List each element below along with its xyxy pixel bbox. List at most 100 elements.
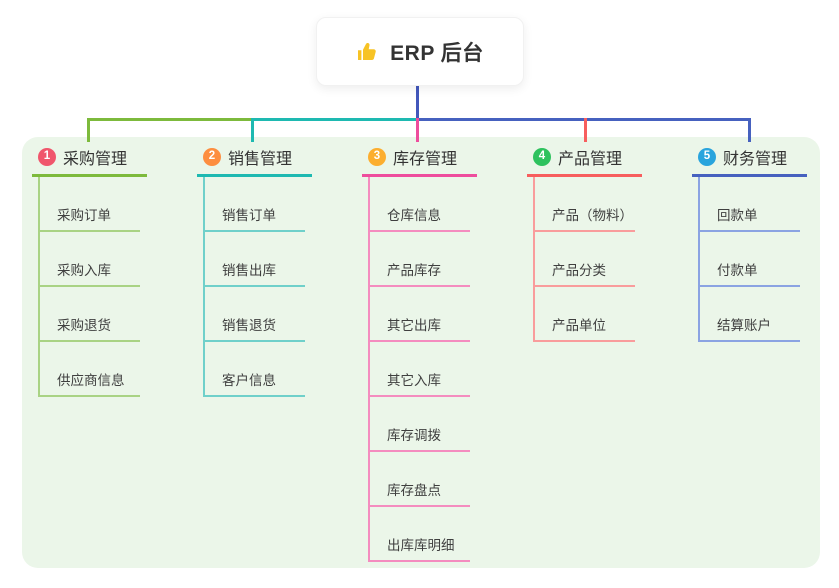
branch-header-5[interactable]: 5 财务管理	[692, 140, 807, 177]
connector-drop	[416, 118, 419, 142]
branch-items: 仓库信息产品库存其它出库其它入库库存调拨库存盘点出库库明细	[362, 177, 477, 562]
branch-item[interactable]: 采购退货	[32, 287, 147, 342]
branch-item-label: 其它入库	[387, 373, 441, 388]
branch-label: 采购管理	[63, 151, 128, 168]
branch-item-underline	[203, 340, 305, 342]
branch-item-underline	[38, 340, 140, 342]
branch-item-underline	[368, 340, 470, 342]
branch-item-label: 销售订单	[222, 208, 276, 223]
branch-spine-line	[203, 177, 205, 397]
branch-item[interactable]: 出库库明细	[362, 507, 477, 562]
content-panel	[22, 137, 820, 568]
branch-item-underline	[533, 230, 635, 232]
branch-item[interactable]: 销售退货	[197, 287, 312, 342]
connector-drop	[87, 118, 90, 142]
connector-drop	[748, 118, 751, 142]
branch-item[interactable]: 产品（物料）	[527, 177, 642, 232]
branch-item-underline	[368, 230, 470, 232]
branch-item-underline	[203, 230, 305, 232]
root-stem-line	[416, 84, 419, 120]
branch-item[interactable]: 产品单位	[527, 287, 642, 342]
branch-item[interactable]: 库存盘点	[362, 452, 477, 507]
branch-item-underline	[368, 505, 470, 507]
branch-spine-line	[368, 177, 370, 562]
branch-item-label: 出库库明细	[387, 538, 455, 553]
branch-item[interactable]: 库存调拨	[362, 397, 477, 452]
branch-item-label: 销售出库	[222, 263, 276, 278]
branch-badge: 2	[203, 148, 221, 166]
branch-item-label: 库存盘点	[387, 483, 441, 498]
branch-item-underline	[203, 285, 305, 287]
branch-label: 财务管理	[723, 151, 788, 168]
branch-items: 销售订单销售出库销售退货客户信息	[197, 177, 312, 397]
branch-item-label: 产品单位	[552, 318, 606, 333]
branch-item-label: 结算账户	[717, 318, 771, 333]
branch-item-underline	[698, 230, 800, 232]
branch-item-label: 采购订单	[57, 208, 111, 223]
branch-item-label: 销售退货	[222, 318, 276, 333]
branch-item-label: 客户信息	[222, 373, 276, 388]
branch-column-4: 4 产品管理产品（物料） 产品分类产品单位	[527, 140, 642, 342]
branch-item-underline	[698, 285, 800, 287]
branch-items: 采购订单采购入库采购退货供应商信息	[32, 177, 147, 397]
branch-item[interactable]: 其它出库	[362, 287, 477, 342]
branch-item[interactable]: 销售出库	[197, 232, 312, 287]
connector-horizontal	[416, 118, 751, 121]
branch-header-3[interactable]: 3 库存管理	[362, 140, 477, 177]
branch-item[interactable]: 客户信息	[197, 342, 312, 397]
branch-item-label: 采购入库	[57, 263, 111, 278]
root-title: ERP 后台	[390, 41, 484, 65]
branch-header-4[interactable]: 4 产品管理	[527, 140, 642, 177]
branch-item-underline	[38, 285, 140, 287]
branch-item[interactable]: 其它入库	[362, 342, 477, 397]
branch-item-underline	[533, 340, 635, 342]
branch-column-3: 3 库存管理仓库信息产品库存其它出库其它入库库存调拨库存盘点出库库明细	[362, 140, 477, 562]
branch-item-underline	[368, 560, 470, 562]
branch-item[interactable]: 回款单	[692, 177, 807, 232]
branch-item-label: 库存调拨	[387, 428, 441, 443]
branch-spine-line	[698, 177, 700, 342]
branch-item-underline	[368, 285, 470, 287]
branch-badge: 1	[38, 148, 56, 166]
branch-badge: 5	[698, 148, 716, 166]
branch-item[interactable]: 供应商信息	[32, 342, 147, 397]
branch-header-1[interactable]: 1 采购管理	[32, 140, 147, 177]
root-node[interactable]: ERP 后台	[316, 17, 524, 86]
branch-label: 库存管理	[393, 151, 458, 168]
branch-items: 产品（物料） 产品分类产品单位	[527, 177, 642, 342]
branch-badge: 4	[533, 148, 551, 166]
connector-drop	[251, 118, 254, 142]
branch-item-label: 产品分类	[552, 263, 606, 278]
branch-item[interactable]: 产品库存	[362, 232, 477, 287]
branch-item[interactable]: 采购入库	[32, 232, 147, 287]
branch-item-label: 仓库信息	[387, 208, 441, 223]
branch-item-label: 回款单	[717, 208, 758, 223]
branch-item[interactable]: 产品分类	[527, 232, 642, 287]
branch-item-label: 产品（物料）	[552, 208, 633, 223]
branch-item-underline	[368, 395, 470, 397]
connector-horizontal	[87, 118, 254, 121]
branch-item[interactable]: 仓库信息	[362, 177, 477, 232]
branch-item[interactable]: 销售订单	[197, 177, 312, 232]
branch-spine-line	[533, 177, 535, 342]
branch-item-label: 付款单	[717, 263, 758, 278]
branch-item-underline	[698, 340, 800, 342]
branch-item-label: 产品库存	[387, 263, 441, 278]
branch-label: 产品管理	[558, 151, 623, 168]
connector-drop	[584, 118, 587, 142]
branch-spine-line	[38, 177, 40, 397]
branch-item-underline	[368, 450, 470, 452]
branch-items: 回款单付款单结算账户	[692, 177, 807, 342]
branch-item[interactable]: 付款单	[692, 232, 807, 287]
branch-item[interactable]: 采购订单	[32, 177, 147, 232]
branch-badge: 3	[368, 148, 386, 166]
connector-horizontal	[251, 118, 419, 121]
branch-column-5: 5 财务管理回款单付款单结算账户	[692, 140, 807, 342]
branch-item[interactable]: 结算账户	[692, 287, 807, 342]
branch-item-underline	[203, 395, 305, 397]
branch-item-label: 其它出库	[387, 318, 441, 333]
branch-item-label: 采购退货	[57, 318, 111, 333]
